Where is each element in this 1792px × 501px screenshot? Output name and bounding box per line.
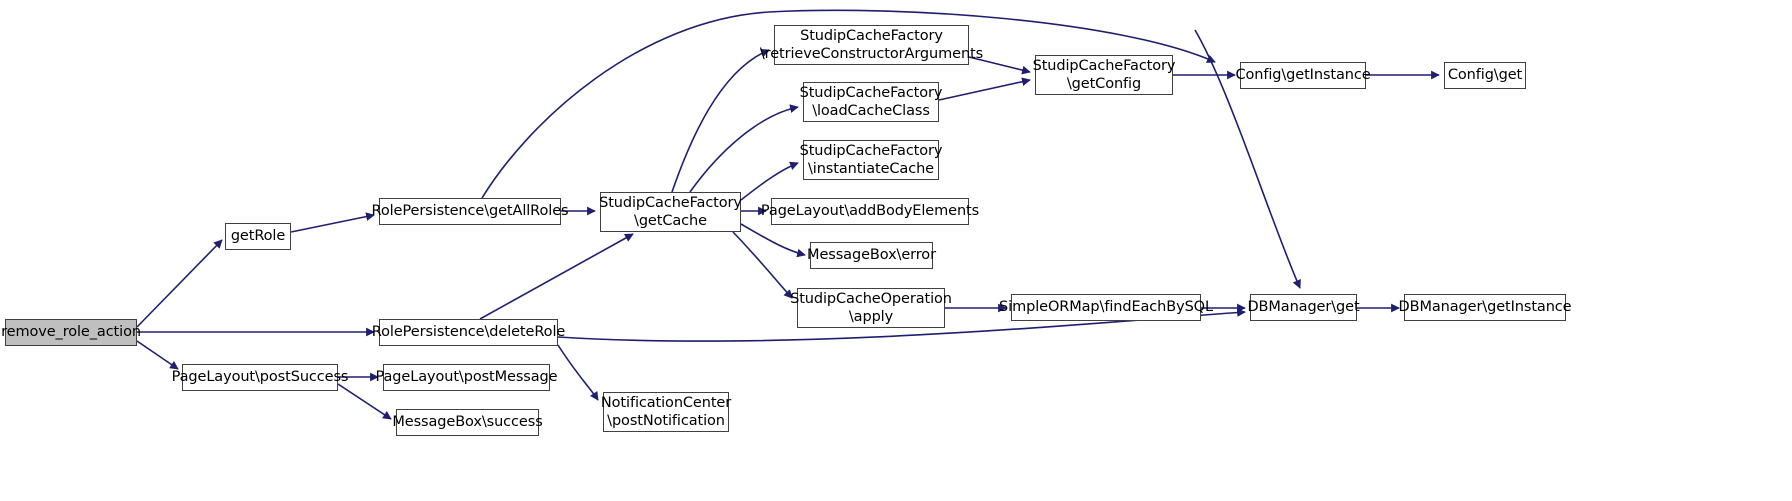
- graph-node-dbManagerGet[interactable]: DBManager\get: [1247, 294, 1360, 321]
- graph-node-addBodyElements[interactable]: PageLayout\addBodyElements: [761, 198, 979, 225]
- graph-edge-remove_role_action-to-postSuccess: [136, 340, 179, 370]
- graph-node-label: getRole: [230, 228, 286, 245]
- graph-node-label: remove_role_action: [1, 324, 141, 341]
- graph-edge-getCache-to-retrieveCtorArgs: [671, 48, 770, 193]
- graph-node-retrieveCtorArgs[interactable]: StudipCacheFactory \retrieveConstructorA…: [760, 25, 983, 65]
- graph-node-configGet[interactable]: Config\get: [1444, 62, 1526, 89]
- graph-node-cacheOperationApply[interactable]: StudipCacheOperation \apply: [790, 288, 952, 328]
- graph-node-messageBoxSuccess[interactable]: MessageBox\success: [392, 409, 543, 436]
- graph-node-getAllRoles[interactable]: RolePersistence\getAllRoles: [372, 198, 569, 225]
- graph-edge-getCache-to-cacheOperationApply: [732, 231, 793, 299]
- graph-node-remove_role_action[interactable]: remove_role_action: [1, 319, 141, 346]
- graph-node-label: NotificationCenter \postNotification: [600, 394, 732, 429]
- graph-node-getConfig[interactable]: StudipCacheFactory \getConfig: [1032, 55, 1176, 95]
- graph-node-label: PageLayout\addBodyElements: [760, 203, 980, 220]
- graph-node-label: StudipCacheFactory \loadCacheClass: [799, 84, 943, 119]
- graph-node-label: StudipCacheFactory \getCache: [599, 194, 742, 229]
- graph-edge-deleteRole-to-getCache: [479, 233, 634, 320]
- graph-node-label: PageLayout\postMessage: [375, 369, 558, 386]
- graph-edge-deleteRole-to-postNotification: [557, 344, 599, 401]
- graph-node-label: StudipCacheOperation \apply: [790, 290, 952, 325]
- graph-node-label: RolePersistence\getAllRoles: [371, 203, 569, 220]
- graph-node-messageBoxError[interactable]: MessageBox\error: [807, 242, 936, 269]
- graph-node-postNotification[interactable]: NotificationCenter \postNotification: [600, 392, 732, 432]
- graph-node-getRole[interactable]: getRole: [225, 223, 291, 250]
- graph-node-postSuccess[interactable]: PageLayout\postSuccess: [172, 364, 348, 391]
- graph-node-label: Config\getInstance: [1235, 67, 1371, 84]
- graph-edge-remove_role_action-to-getRole: [136, 239, 223, 328]
- graph-node-label: PageLayout\postSuccess: [171, 369, 349, 386]
- graph-node-loadCacheClass[interactable]: StudipCacheFactory \loadCacheClass: [800, 82, 942, 122]
- graph-edge-getCache-to-instantiateCache: [740, 161, 799, 201]
- graph-node-label: StudipCacheFactory \getConfig: [1032, 57, 1176, 92]
- graph-node-findEachBySQL[interactable]: SimpleORMap\findEachBySQL: [999, 294, 1213, 321]
- graph-node-deleteRole[interactable]: RolePersistence\deleteRole: [372, 319, 565, 346]
- graph-node-dbManagerGetInstance[interactable]: DBManager\getInstance: [1399, 294, 1572, 321]
- graph-node-label: DBManager\get: [1247, 299, 1360, 316]
- graph-node-label: Config\get: [1447, 67, 1523, 84]
- graph-node-label: MessageBox\error: [807, 247, 936, 264]
- graph-node-instantiateCache[interactable]: StudipCacheFactory \instantiateCache: [800, 140, 942, 180]
- graph-node-configGetInstance[interactable]: Config\getInstance: [1235, 62, 1371, 89]
- graph-node-postMessage[interactable]: PageLayout\postMessage: [376, 364, 558, 391]
- graph-node-label: DBManager\getInstance: [1398, 299, 1572, 316]
- graph-edge-loadCacheClass-to-getConfig: [938, 77, 1031, 101]
- graph-edge-getRole-to-getAllRoles: [290, 212, 375, 233]
- graph-edge-getCache-to-loadCacheClass: [689, 104, 799, 193]
- graph-node-getCache[interactable]: StudipCacheFactory \getCache: [599, 192, 742, 232]
- graph-edge-getCache-to-messageBoxError: [740, 223, 806, 258]
- graph-node-label: RolePersistence\deleteRole: [371, 324, 566, 341]
- graph-node-label: SimpleORMap\findEachBySQL: [999, 299, 1213, 316]
- graph-node-label: StudipCacheFactory \retrieveConstructorA…: [759, 27, 984, 62]
- graph-node-label: StudipCacheFactory \instantiateCache: [799, 142, 943, 177]
- graph-node-label: MessageBox\success: [392, 414, 543, 431]
